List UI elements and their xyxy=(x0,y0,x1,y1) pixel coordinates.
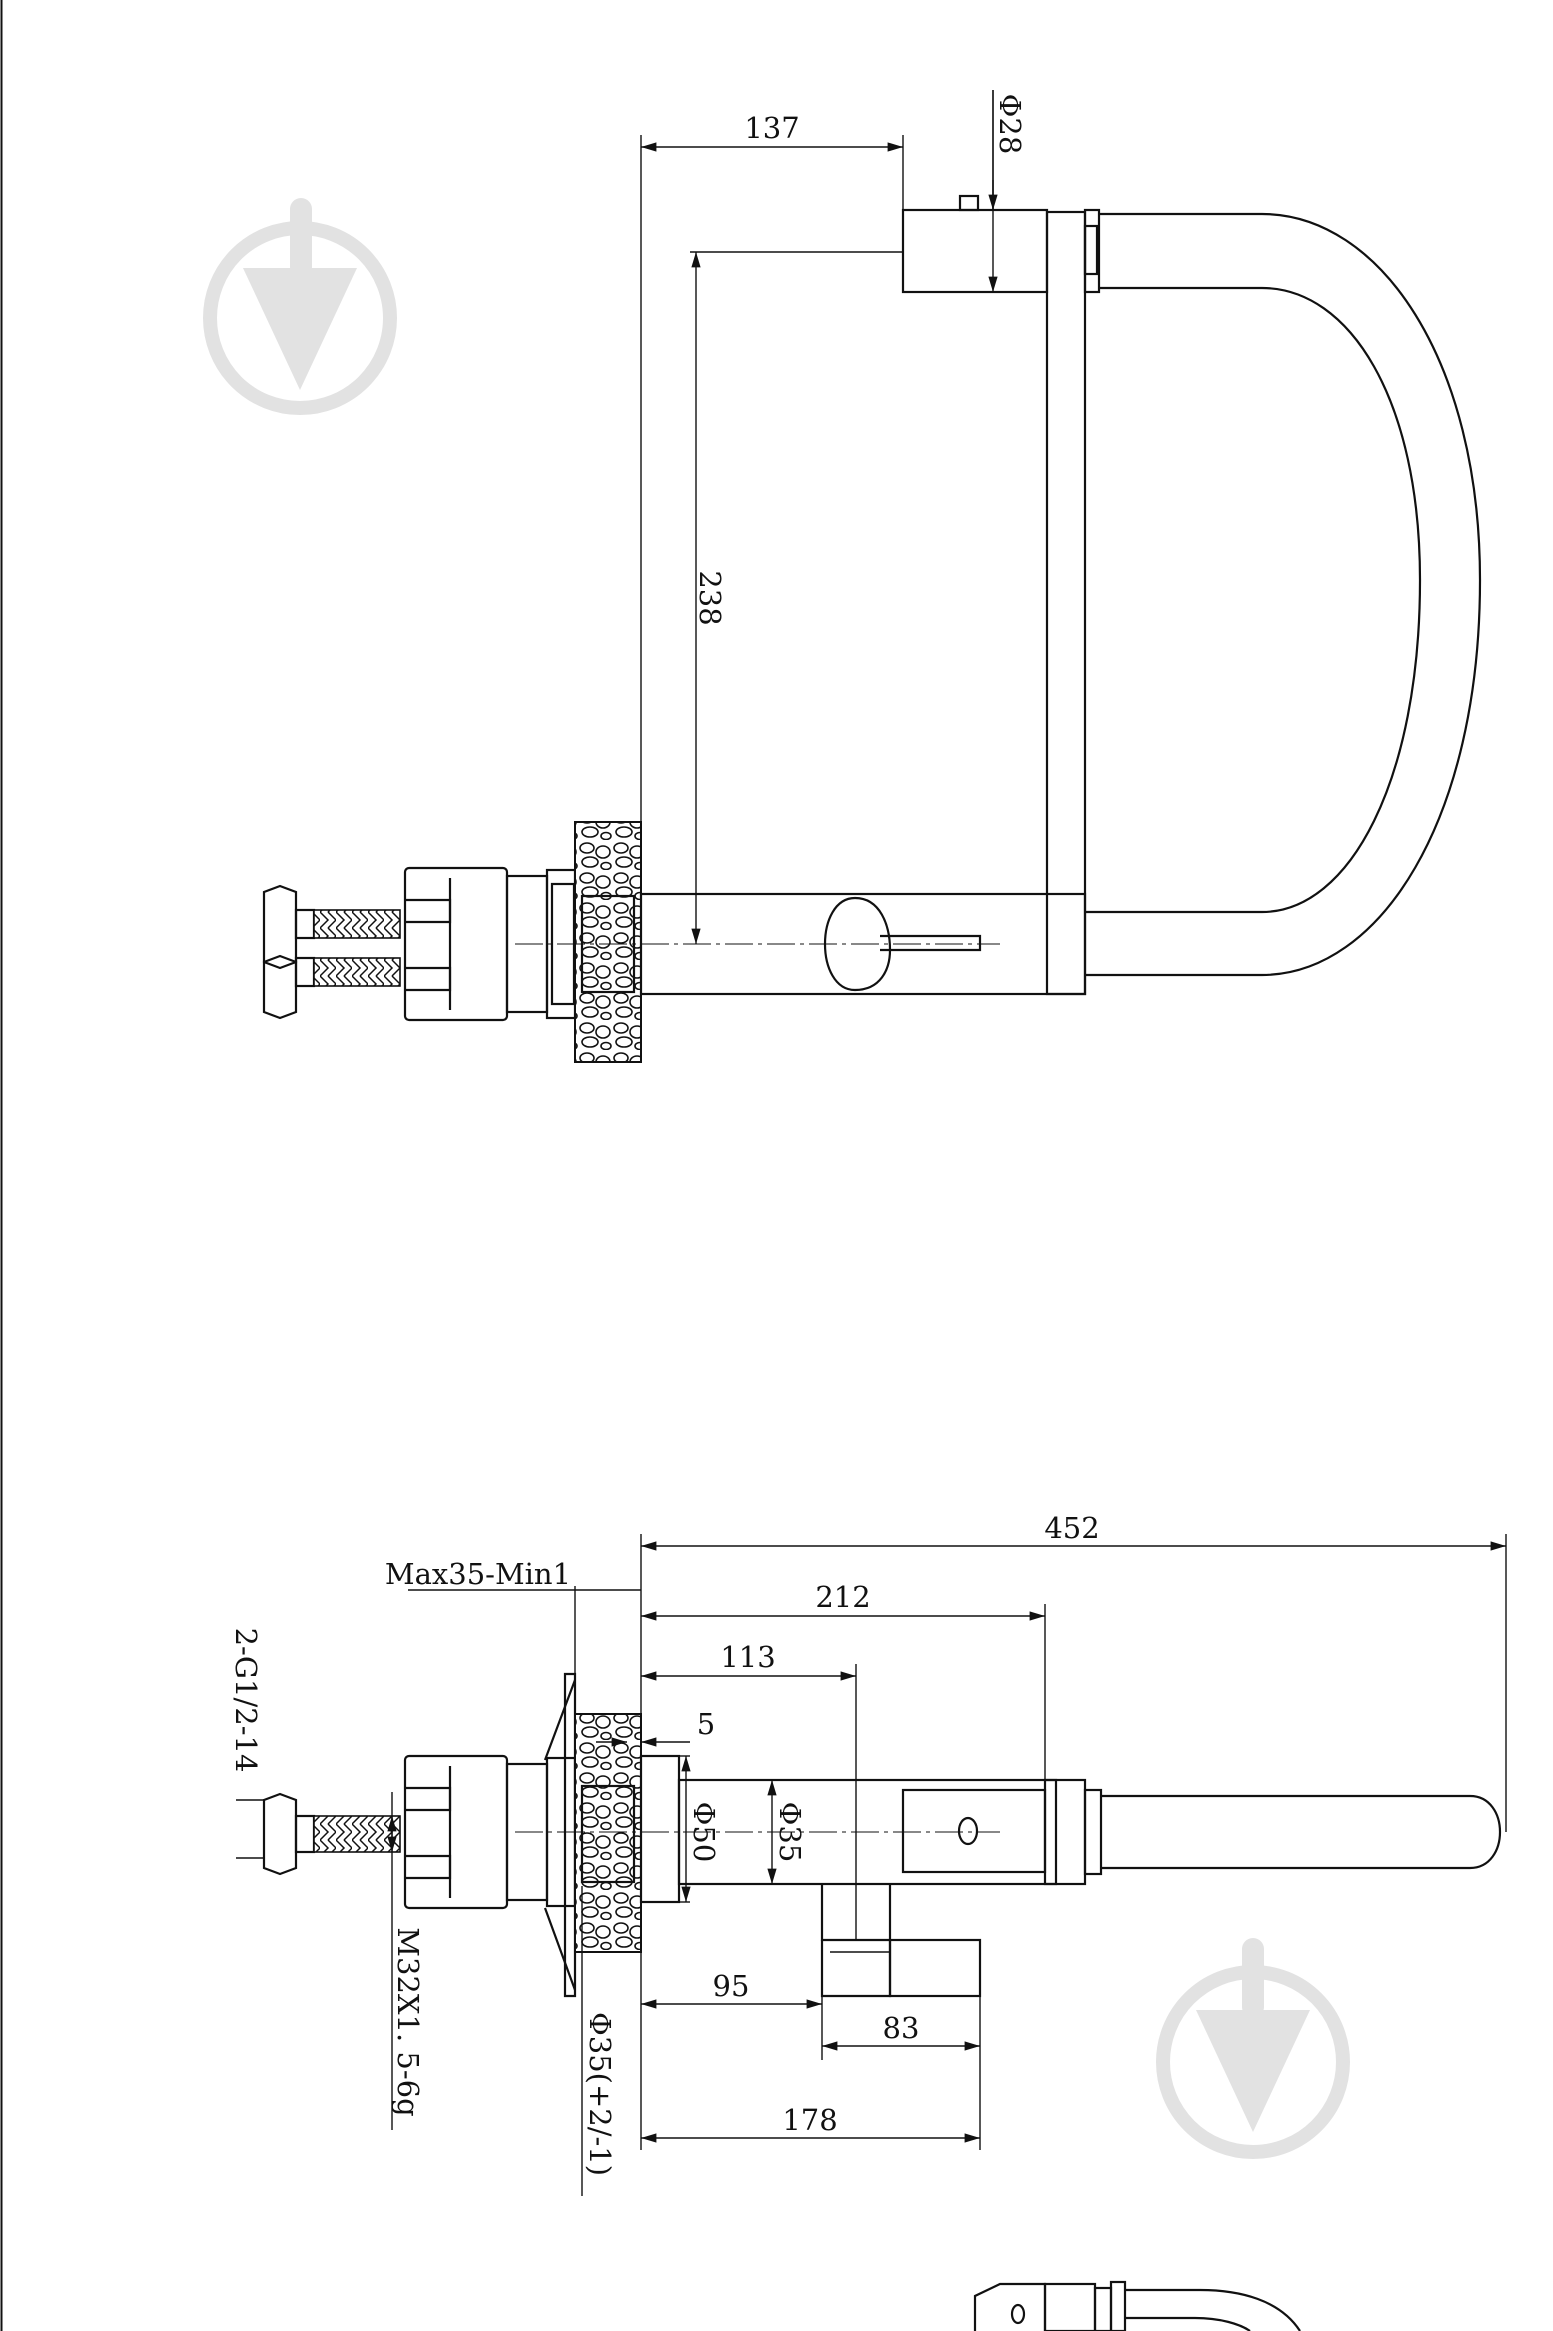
lever-handle xyxy=(823,896,982,992)
dim-238: 238 xyxy=(690,251,903,944)
dim-95-label: 95 xyxy=(713,1969,750,2003)
side-view: 452 212 113 5 Max35-Min1 xyxy=(229,1511,1507,2196)
dim-178-label: 178 xyxy=(782,2103,837,2137)
dim-178: 178 xyxy=(641,2103,980,2143)
spout-head xyxy=(901,208,1049,294)
spout-head xyxy=(901,1788,1047,1874)
dim-hole-diameter-label: Φ35(+2/-1) xyxy=(583,2012,617,2176)
top-view: 137 238 Φ28 xyxy=(262,90,1482,1063)
base-flange xyxy=(563,1672,577,1998)
dim-nut-thread: M32X1. 5-6g xyxy=(387,1792,425,2130)
dim-95: 95 xyxy=(640,1952,823,2150)
dim-452-label: 452 xyxy=(1044,1511,1099,1545)
dim-d28-label: Φ28 xyxy=(993,94,1027,155)
dim-113-label: 113 xyxy=(720,1640,775,1674)
watermark-logo-icon xyxy=(1156,1938,1350,2159)
dim-113: 113 xyxy=(641,1640,857,1940)
dim-d35: Φ35 xyxy=(767,1780,807,1884)
dim-212: 212 xyxy=(641,1580,1046,1780)
countertop-section xyxy=(574,821,642,1063)
watermark-logo-icon xyxy=(203,198,397,415)
spout-tube xyxy=(1101,1794,1501,1870)
dim-452: 452 xyxy=(640,1511,1507,1832)
dim-d50: Φ50 xyxy=(679,1755,721,1903)
dim-hose-thread: 2-G1/2-14 xyxy=(229,1628,264,1859)
dim-83: 83 xyxy=(822,1996,981,2150)
gooseneck xyxy=(1085,212,1482,977)
dim-nut-thread-label: M32X1. 5-6g xyxy=(391,1927,425,2116)
dim-83-label: 83 xyxy=(883,2011,920,2045)
supply-hoses xyxy=(262,884,401,1020)
dim-max-min-label: Max35-Min1 xyxy=(385,1557,571,1591)
dim-137-label: 137 xyxy=(744,111,799,145)
dim-d28: Φ28 xyxy=(988,90,1027,292)
dim-137: 137 xyxy=(640,111,904,894)
dim-238-label: 238 xyxy=(693,570,727,625)
dim-max-min: Max35-Min1 xyxy=(385,1557,641,1674)
dim-d35-label: Φ35 xyxy=(773,1802,807,1863)
dim-hole-diameter: Φ35(+2/-1) xyxy=(581,1886,617,2196)
dim-5-label: 5 xyxy=(697,1707,715,1741)
dim-d50-label: Φ50 xyxy=(687,1802,721,1863)
dim-5: 5 xyxy=(596,1707,715,1747)
partial-view xyxy=(973,2280,1301,2331)
dim-212-label: 212 xyxy=(815,1580,870,1614)
dim-hose-thread-label: 2-G1/2-14 xyxy=(229,1628,263,1773)
countertop-section xyxy=(574,1713,642,1953)
supply-hose xyxy=(262,1792,401,1876)
